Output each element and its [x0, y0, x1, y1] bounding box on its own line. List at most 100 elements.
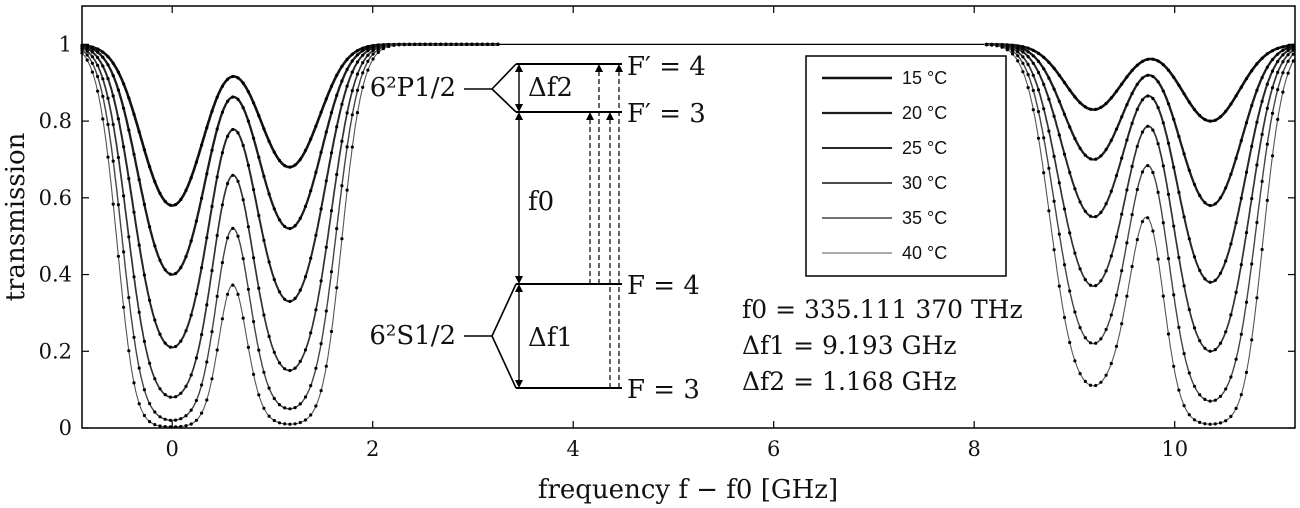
- series-marker: [1114, 293, 1119, 297]
- series-marker: [1088, 107, 1093, 111]
- series-marker: [1198, 193, 1202, 198]
- series-marker: [298, 420, 302, 425]
- series-marker: [1062, 207, 1067, 211]
- series-marker: [267, 192, 271, 196]
- series-marker: [288, 422, 292, 426]
- series-marker: [314, 233, 318, 237]
- series-marker: [1021, 70, 1025, 74]
- series-marker: [246, 287, 250, 291]
- series-marker: [1073, 95, 1077, 99]
- series-marker: [116, 70, 120, 74]
- series-marker: [1151, 229, 1155, 233]
- series-marker: [1250, 69, 1254, 73]
- series-marker: [174, 203, 178, 207]
- legend-label: 40 °C: [902, 243, 947, 263]
- series-marker: [1172, 224, 1176, 228]
- series-marker: [1213, 278, 1217, 282]
- series-marker: [1213, 118, 1217, 122]
- series-marker: [1270, 111, 1275, 115]
- series-marker: [418, 42, 422, 47]
- series-marker: [345, 84, 349, 88]
- series-marker: [189, 239, 193, 243]
- series-marker: [168, 203, 172, 207]
- series-marker: [1218, 271, 1223, 275]
- series-marker: [1047, 209, 1051, 213]
- series-marker: [288, 165, 292, 169]
- series-marker: [1047, 129, 1051, 133]
- series-marker: [340, 102, 344, 106]
- annotation-delta-f1: Δf1 = 9.193 GHz: [742, 331, 957, 360]
- series-marker: [1239, 196, 1243, 200]
- series-marker: [1229, 313, 1233, 317]
- series-marker: [101, 55, 105, 59]
- series-marker: [1234, 221, 1238, 225]
- series-marker: [371, 46, 375, 50]
- series-marker: [1146, 73, 1150, 77]
- series-marker: [96, 50, 100, 54]
- series-marker: [335, 125, 339, 129]
- series-marker: [1265, 142, 1269, 146]
- series-marker: [1172, 165, 1176, 169]
- series-marker: [241, 81, 245, 85]
- series-marker: [132, 381, 136, 385]
- series-marker: [1062, 263, 1067, 267]
- series-marker: [220, 261, 224, 265]
- series-marker: [314, 170, 318, 174]
- series-marker: [1281, 90, 1285, 94]
- series-marker: [319, 150, 323, 154]
- series-marker: [1016, 47, 1020, 51]
- series-marker: [1031, 61, 1035, 65]
- series-marker: [127, 128, 131, 132]
- series-marker: [1270, 49, 1275, 53]
- series-marker: [1229, 414, 1233, 418]
- series-marker: [1172, 75, 1176, 79]
- series-marker: [205, 398, 209, 402]
- series-marker: [1026, 46, 1030, 50]
- series-marker: [1239, 393, 1243, 397]
- series-marker: [1120, 115, 1124, 119]
- series-marker: [1192, 326, 1197, 330]
- series-marker: [1203, 277, 1207, 281]
- series-marker: [1099, 337, 1103, 341]
- series-marker: [1052, 114, 1056, 118]
- series-marker: [1244, 370, 1249, 374]
- series-marker: [272, 396, 276, 401]
- series-marker: [1198, 268, 1202, 272]
- series-marker: [184, 255, 188, 259]
- series-marker: [355, 53, 360, 57]
- lower-state-label: 6²S1/2: [369, 321, 456, 351]
- series-marker: [1094, 341, 1098, 345]
- series-marker: [288, 368, 292, 373]
- series-marker: [303, 148, 308, 152]
- energy-level-arrowheads: [515, 64, 623, 388]
- series-marker: [168, 418, 172, 422]
- arrowhead: [586, 112, 594, 120]
- series-marker: [137, 310, 141, 314]
- series-marker: [1208, 422, 1212, 426]
- series-marker: [85, 58, 89, 62]
- series-marker: [148, 402, 152, 406]
- series-marker: [85, 53, 89, 57]
- series-marker: [1104, 327, 1108, 332]
- series-marker: [1151, 96, 1155, 101]
- series-marker: [174, 395, 178, 399]
- series-marker: [96, 55, 100, 60]
- series-marker: [200, 411, 204, 415]
- series-marker: [1239, 332, 1243, 336]
- series-marker: [142, 388, 146, 392]
- series-marker: [1031, 48, 1035, 53]
- series-marker: [1057, 73, 1061, 77]
- series-marker: [1005, 48, 1009, 52]
- series-marker: [303, 395, 308, 399]
- series-marker: [1224, 259, 1228, 263]
- series-marker: [1286, 49, 1290, 53]
- series-marker: [1140, 130, 1145, 134]
- series-marker: [111, 94, 115, 98]
- series-marker: [163, 393, 167, 397]
- series-marker: [1172, 293, 1176, 297]
- series-marker: [122, 250, 126, 254]
- series-marker: [1161, 63, 1165, 67]
- series-marker: [179, 417, 183, 421]
- arrowhead: [515, 104, 523, 112]
- series-marker: [1073, 251, 1077, 255]
